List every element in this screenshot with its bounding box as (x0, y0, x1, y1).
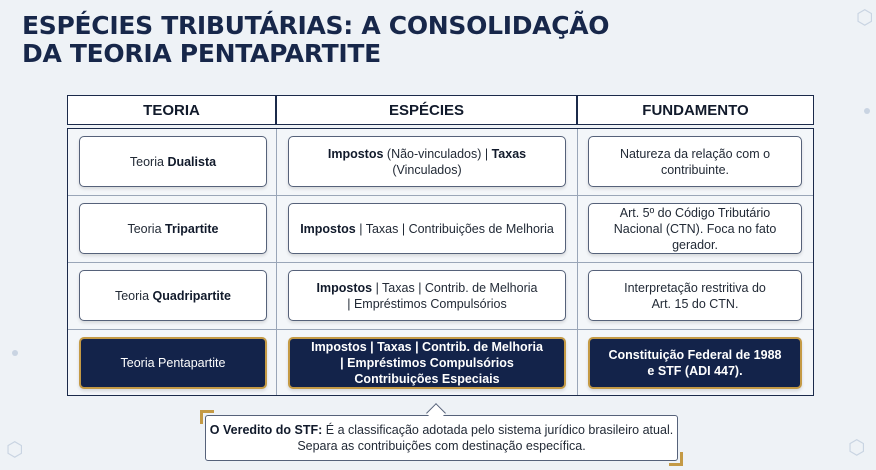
callout-text: atual. Separa as contribuições com desti… (297, 423, 674, 453)
theory-cell-quadripartite: Teoria Quadripartite (79, 270, 267, 321)
page-title: ESPÉCIES TRIBUTÁRIAS: A CONSOLIDAÇÃO DA … (22, 12, 662, 68)
hexagon-icon: ⬡ (848, 437, 866, 459)
title-line-1: ESPÉCIES TRIBUTÁRIAS: A CONSOLIDAÇÃO (22, 11, 610, 40)
species-text: (Vinculados) (392, 162, 462, 177)
column-divider (577, 128, 578, 396)
basis-text: Art. 5º do Código Tributário Nacional (C… (613, 205, 777, 252)
title-line-2: DA TEORIA PENTAPARTITE (22, 39, 381, 68)
theory-prefix: Teoria (129, 154, 168, 169)
header-species: ESPÉCIES (276, 95, 577, 125)
theory-name: Dualista (167, 154, 217, 169)
theory-cell-tripartite: Teoria Tripartite (79, 203, 267, 254)
species-term: Impostos (316, 280, 373, 295)
stf-verdict-callout: O Veredito do STF: É a classificação ado… (205, 415, 678, 461)
decorative-dot (12, 350, 18, 356)
species-text: | Empréstimos Compulsórios (340, 356, 514, 370)
basis-text: Art. 15 do CTN. (651, 296, 739, 311)
theory-name: Quadripartite (152, 288, 232, 303)
theory-prefix: Teoria (114, 288, 153, 303)
species-cell-dualista: Impostos (Não-vinculados) | Taxas (Vincu… (288, 136, 566, 187)
theory-name: Tripartite (165, 221, 219, 236)
species-cell-quadripartite: Impostos | Taxas | Contrib. de Melhoria … (288, 270, 566, 321)
species-text: | Taxas | Contribuições de Melhoria (355, 221, 554, 236)
species-term: Impostos (300, 221, 356, 236)
species-text: | Taxas | Contrib. de Melhoria (372, 280, 538, 295)
gold-corner-accent (669, 452, 683, 466)
basis-text: e STF (ADI 447). (647, 364, 743, 378)
species-term: Impostos (327, 146, 384, 161)
theory-prefix: Teoria (127, 221, 166, 236)
column-divider (276, 128, 277, 396)
hexagon-icon: ⬡ (856, 7, 874, 29)
basis-cell-tripartite: Art. 5º do Código Tributário Nacional (C… (588, 203, 802, 254)
species-text: Contribuições Especiais (354, 372, 500, 386)
basis-text: Constituição Federal de 1988 (608, 348, 782, 362)
species-term: Taxas (491, 146, 527, 161)
gold-corner-accent (200, 410, 214, 424)
decorative-dot (864, 108, 870, 114)
species-cell-pentapartite: Impostos | Taxas | Contrib. de Melhoria … (288, 337, 566, 389)
callout-text: É a classificação adotada pelo sistema j… (322, 423, 640, 437)
theory-name: Teoria Pentapartite (120, 356, 226, 370)
species-cell-tripartite: Impostos | Taxas | Contribuições de Melh… (288, 203, 566, 254)
species-text: | Empréstimos Compulsórios (347, 296, 507, 311)
basis-text: Natureza da relação com o contribuinte. (619, 146, 771, 177)
hexagon-icon: ⬡ (6, 439, 24, 461)
species-text: Impostos | Taxas | Contrib. de Melhoria (311, 340, 543, 354)
basis-cell-quadripartite: Interpretação restritiva do Art. 15 do C… (588, 270, 802, 321)
table-frame (67, 128, 814, 396)
basis-cell-pentapartite: Constituição Federal de 1988 e STF (ADI … (588, 337, 802, 389)
species-text: (Não-vinculados) | (383, 146, 492, 161)
callout-label: O Veredito do STF: (209, 423, 323, 437)
theory-cell-pentapartite: Teoria Pentapartite (79, 337, 267, 389)
basis-text: Interpretação restritiva do (624, 280, 766, 295)
basis-cell-dualista: Natureza da relação com o contribuinte. (588, 136, 802, 187)
header-theory: TEORIA (67, 95, 276, 125)
theory-cell-dualista: Teoria Dualista (79, 136, 267, 187)
header-basis: FUNDAMENTO (577, 95, 814, 125)
